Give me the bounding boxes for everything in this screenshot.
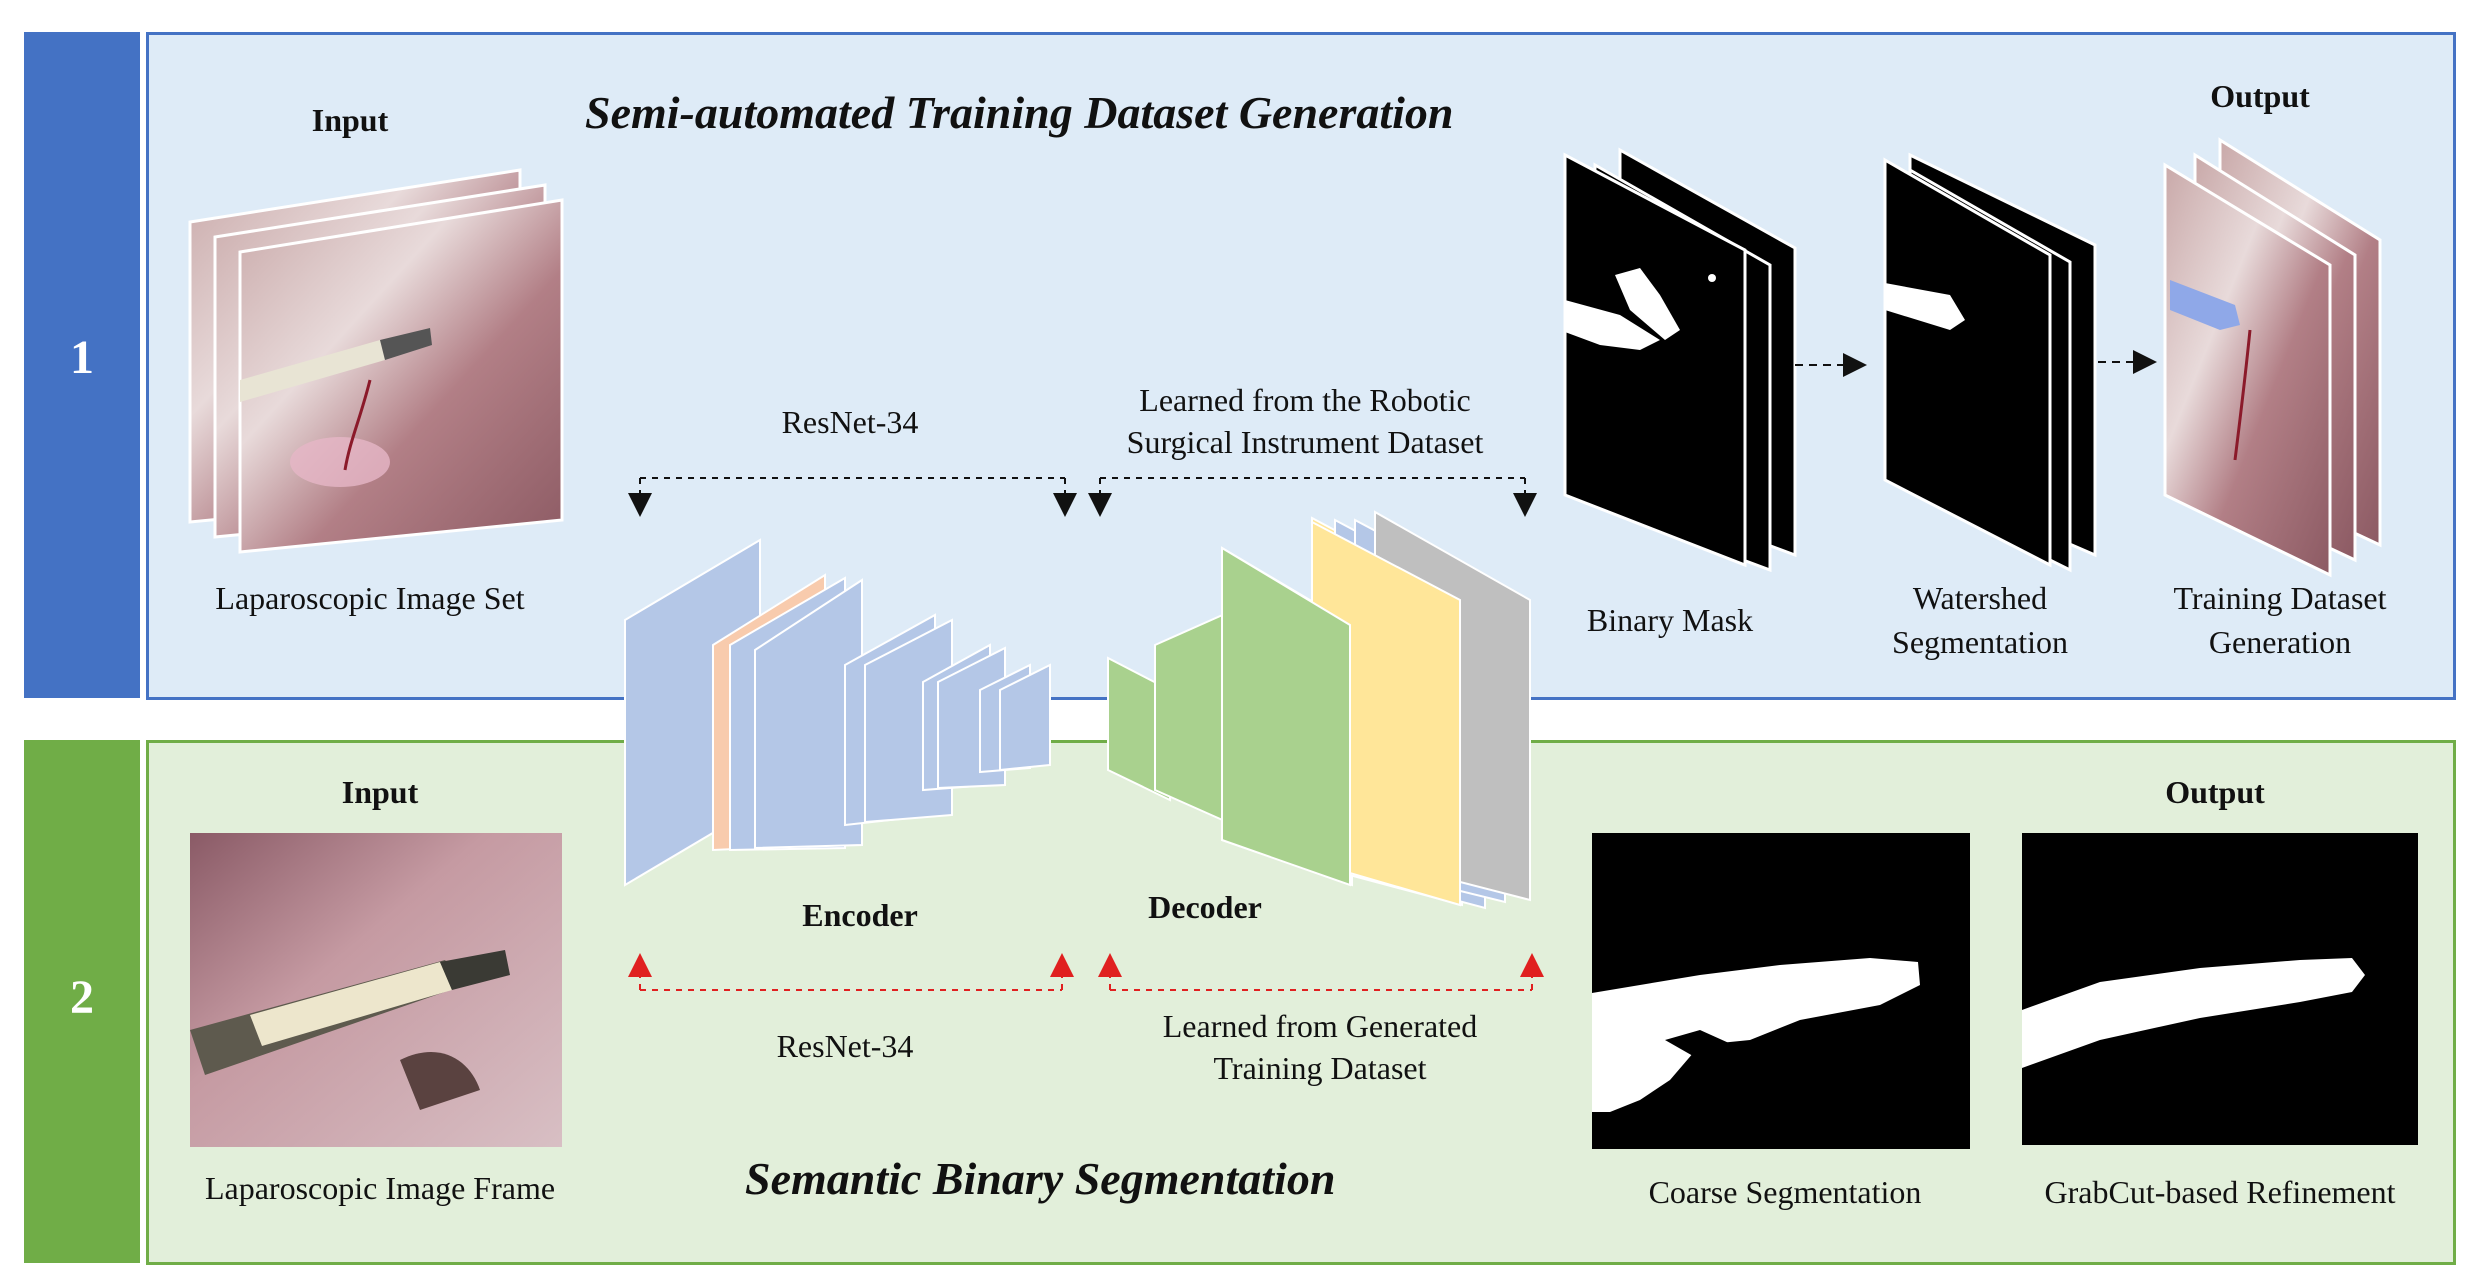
input-image-frame — [190, 833, 562, 1147]
panel2-title: Semantic Binary Segmentation — [745, 1153, 1336, 1204]
decoder-label: Decoder — [1148, 889, 1262, 925]
panel1-input-caption: Laparoscopic Image Set — [215, 580, 525, 616]
panel2-learned-line2: Training Dataset — [1213, 1050, 1427, 1086]
input-image-stack — [188, 168, 564, 554]
panel2-input-caption: Laparoscopic Image Frame — [204, 1170, 556, 1206]
panel2-resnet-label: ResNet-34 — [776, 1028, 914, 1064]
encoder-blocks — [624, 538, 1051, 887]
training-line2: Generation — [2208, 624, 2352, 660]
instrument-shaft — [240, 340, 385, 402]
panel1-learned-line1: Learned from the Robotic — [1139, 382, 1471, 418]
instrument-tip — [380, 328, 432, 360]
watershed-stack — [1883, 152, 2097, 573]
watershed-line2: Segmentation — [1892, 624, 2068, 660]
panel1-title: Semi-automated Training Dataset Generati… — [585, 87, 1454, 138]
coarse-segmentation-label: Coarse Segmentation — [1648, 1174, 1922, 1210]
binary-mask-stack — [1563, 147, 1797, 573]
panel2-bar — [24, 740, 140, 1263]
resnet-top-bracket — [628, 477, 1077, 517]
panel2-input-heading: Input — [341, 774, 419, 810]
panel1-output-heading: Output — [2210, 78, 2310, 114]
watershed-line1: Watershed — [1912, 580, 2048, 616]
panel2-number: 2 — [70, 971, 94, 1024]
learned-bottom-bracket — [1098, 953, 1544, 991]
panel2-learned-line1: Learned from Generated — [1162, 1008, 1478, 1044]
decoder-blocks — [1107, 510, 1531, 910]
learned-top-bracket — [1088, 477, 1537, 517]
grabcut-label: GrabCut-based Refinement — [2044, 1174, 2396, 1210]
panel1-number: 1 — [70, 331, 94, 384]
binary-mask-label: Binary Mask — [1586, 602, 1754, 638]
panel1-bar — [24, 32, 140, 698]
panel1-input-heading: Input — [311, 102, 389, 138]
training-dataset-stack — [2163, 137, 2382, 578]
coarse-segmentation-image — [1592, 833, 1970, 1149]
training-line1: Training Dataset — [2173, 580, 2387, 616]
encoder-label: Encoder — [802, 897, 918, 933]
grabcut-refinement-image — [2022, 833, 2418, 1145]
resnet-bottom-bracket — [628, 953, 1074, 991]
panel1-resnet-label: ResNet-34 — [781, 404, 919, 440]
panel1-learned-line2: Surgical Instrument Dataset — [1126, 424, 1484, 460]
panel2-output-heading: Output — [2165, 774, 2265, 810]
